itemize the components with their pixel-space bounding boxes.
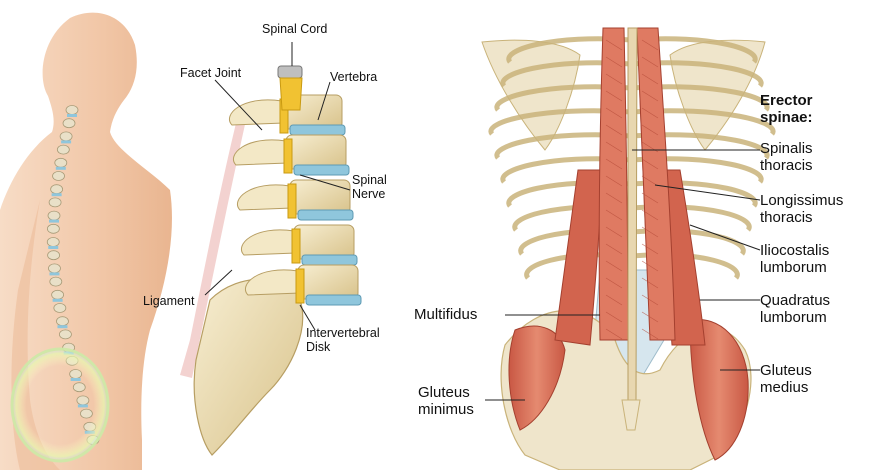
spinous-process xyxy=(245,270,300,295)
vertebra-bead xyxy=(60,132,72,141)
label-longissimus-thoracis-line2: thoracis xyxy=(760,209,843,226)
vertebra-bead xyxy=(48,264,60,273)
lower-back-highlight-ring xyxy=(12,349,108,461)
disk-bead xyxy=(53,299,63,302)
disk-bead xyxy=(61,140,71,143)
disk-bead xyxy=(56,167,66,170)
spinal-nerve-root xyxy=(296,269,304,303)
heading-erector-spinae-line1: Erector xyxy=(760,92,813,109)
label-iliocostalis-lumborum-line1: Iliocostalis xyxy=(760,242,829,259)
disk-bead xyxy=(49,220,59,223)
label-spinalis-thoracis-line2: thoracis xyxy=(760,157,813,174)
intervertebral-disk xyxy=(294,165,349,175)
vertebral-body xyxy=(298,265,358,299)
label-iliocostalis-lumborum: Iliocostalis lumborum xyxy=(760,242,829,277)
label-spinal-nerve-line1: Spinal xyxy=(352,173,387,187)
label-facet-joint: Facet Joint xyxy=(180,66,241,80)
heading-erector-spinae: Erector spinae: xyxy=(760,92,813,127)
vertebra-bead xyxy=(47,224,59,233)
vertebra-bead xyxy=(57,145,69,154)
disk-bead xyxy=(57,325,67,328)
spinous-process xyxy=(241,230,296,255)
label-intervertebral-disk-line1: Intervertebral xyxy=(306,326,380,340)
vertebra-bead xyxy=(47,238,59,247)
label-spinalis-thoracis: Spinalis thoracis xyxy=(760,140,813,175)
vertebra-bead xyxy=(52,290,64,299)
vertebral-body xyxy=(286,135,346,169)
label-intervertebral-disk-line2: Disk xyxy=(306,340,380,354)
heading-erector-spinae-line2: spinae: xyxy=(760,109,813,126)
label-spinal-nerve: Spinal Nerve xyxy=(352,173,387,202)
spinal-nerve-root xyxy=(292,229,300,263)
vertebra-bead xyxy=(59,330,71,339)
label-gluteus-minimus: Gluteus minimus xyxy=(418,384,474,419)
label-vertebra: Vertebra xyxy=(330,70,377,84)
disk-bead xyxy=(49,272,59,275)
intervertebral-disk xyxy=(306,295,361,305)
vertebral-body xyxy=(294,225,354,259)
vertebra-bead xyxy=(53,172,65,181)
label-gluteus-medius-line2: medius xyxy=(760,379,812,396)
vertebra-bead xyxy=(48,251,60,260)
vertebra-bead xyxy=(66,106,78,115)
label-longissimus-thoracis-line1: Longissimus xyxy=(760,192,843,209)
back-muscles-illustration xyxy=(482,28,773,470)
label-quadratus-lumborum-line2: lumborum xyxy=(760,309,830,326)
vertebra-bead xyxy=(49,198,61,207)
vertebra-bead xyxy=(48,211,60,220)
label-ligament: Ligament xyxy=(143,294,194,308)
vertebra-bead xyxy=(51,185,63,194)
spinous-process xyxy=(237,185,292,210)
disk-bead xyxy=(67,114,77,117)
vertebral-body xyxy=(290,180,350,214)
label-quadratus-lumborum-line1: Quadratus xyxy=(760,292,830,309)
vertebra-bead xyxy=(63,119,75,128)
label-gluteus-medius: Gluteus medius xyxy=(760,362,812,397)
intervertebral-disk xyxy=(302,255,357,265)
label-spinal-cord: Spinal Cord xyxy=(262,22,327,36)
label-spinalis-thoracis-line1: Spinalis xyxy=(760,140,813,157)
label-quadratus-lumborum: Quadratus lumborum xyxy=(760,292,830,327)
lumbar-spine-illustration xyxy=(180,66,361,455)
label-spinal-nerve-line2: Nerve xyxy=(352,187,387,201)
spinous-process xyxy=(233,140,288,165)
spinal-nerve-root xyxy=(288,184,296,218)
label-multifidus: Multifidus xyxy=(414,306,477,323)
label-gluteus-minimus-line1: Gluteus xyxy=(418,384,474,401)
label-longissimus-thoracis: Longissimus thoracis xyxy=(760,192,843,227)
label-iliocostalis-lumborum-line2: lumborum xyxy=(760,259,829,276)
disk-bead xyxy=(52,193,62,196)
vertebra-bead xyxy=(54,304,66,313)
intervertebral-disk xyxy=(298,210,353,220)
label-intervertebral-disk: Intervertebral Disk xyxy=(306,326,380,355)
vertebra-bead xyxy=(56,317,68,326)
intervertebral-disk xyxy=(290,125,345,135)
label-gluteus-minimus-line2: minimus xyxy=(418,401,474,418)
disk-bead xyxy=(48,246,58,249)
vertebra-bead xyxy=(50,277,62,286)
vertebra-bead xyxy=(55,158,67,167)
label-gluteus-medius-line1: Gluteus xyxy=(760,362,812,379)
spinal-nerve-root xyxy=(284,139,292,173)
